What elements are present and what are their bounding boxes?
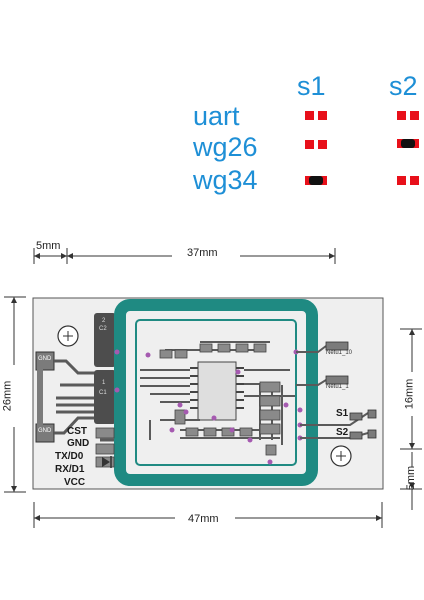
dim-top-width: 37mm: [187, 247, 218, 259]
label-s1: S1: [336, 408, 349, 419]
label-net10: Netu1_10: [326, 350, 353, 356]
label-c1-pin: 1: [102, 380, 106, 386]
label-net1: Netu1_1: [326, 384, 349, 390]
switch-label-s2: s2: [389, 71, 418, 101]
label-c2: C2: [99, 326, 107, 332]
label-c2-pin: 2: [102, 318, 106, 324]
mode-label-uart: uart: [193, 101, 240, 131]
label-gnd-top: GND: [38, 356, 52, 362]
pcb-board: [32, 297, 384, 490]
label-tx: TX/D0: [55, 451, 84, 462]
dim-height-right: 16mm: [403, 378, 416, 410]
label-cst: CST: [67, 426, 87, 437]
dim-height-left: 26mm: [1, 380, 14, 412]
dim-bottom-width: 47mm: [188, 513, 219, 525]
label-gnd: GND: [67, 438, 90, 449]
mode-label-wg26: wg26: [193, 132, 258, 162]
label-vcc: VCC: [64, 477, 86, 488]
label-s2: S2: [336, 427, 349, 438]
dim-top-left: 5mm: [36, 240, 61, 252]
mode-label-wg34: wg34: [193, 165, 258, 195]
dim-bottom-right: 5mm: [405, 465, 418, 491]
label-c1: C1: [99, 390, 107, 396]
label-gnd-bottom: GND: [38, 428, 52, 434]
label-rx: RX/D1: [55, 464, 85, 475]
switch-label-s1: s1: [297, 71, 326, 101]
